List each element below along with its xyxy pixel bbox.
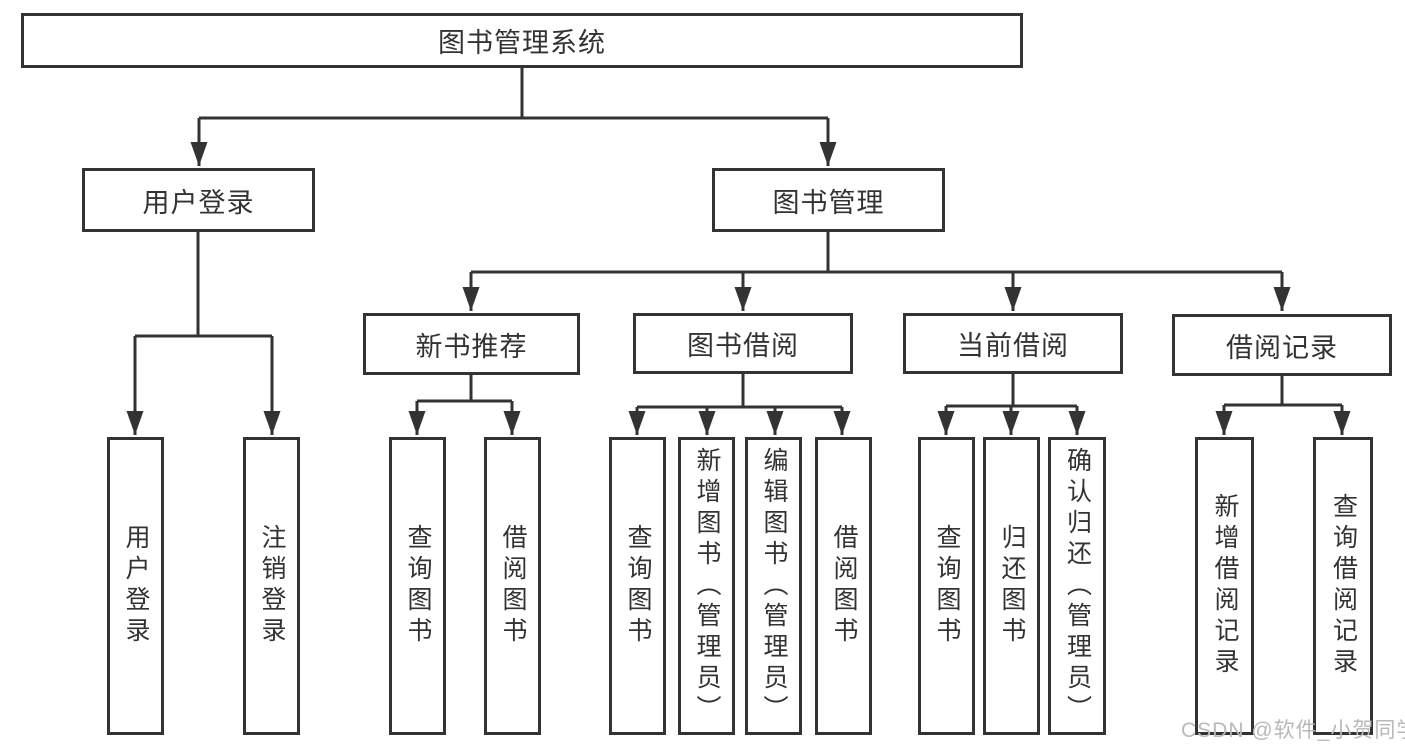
node-current-borrowing: 当前借阅 (903, 313, 1123, 374)
node-book-borrowing: 图书借阅 (633, 313, 853, 374)
leaf-query-books-borrow: 查询图书 (609, 437, 666, 735)
leaf-return-book-label: 归还图书 (998, 524, 1026, 648)
leaf-query-borrow-record: 查询借阅记录 (1313, 437, 1373, 735)
node-book-management-label: 图书管理 (772, 187, 885, 218)
leaf-add-borrow-record-label: 新增借阅记录 (1211, 493, 1239, 679)
leaf-add-book-admin: 新增图书（管理员） (678, 437, 735, 735)
leaf-add-borrow-record: 新增借阅记录 (1195, 437, 1254, 735)
node-user-login: 用户登录 (82, 168, 315, 232)
node-new-book-recommend-label: 新书推荐 (415, 331, 528, 362)
leaf-user-login-label: 用户登录 (122, 524, 150, 648)
leaf-edit-book-admin: 编辑图书（管理员） (745, 437, 802, 735)
csdn-watermark: CSDN @软件_小贺同学 (1181, 719, 1405, 742)
leaf-query-books-new-label: 查询图书 (404, 524, 432, 648)
leaf-user-login: 用户登录 (107, 437, 164, 735)
leaf-borrow-books-label: 借阅图书 (830, 524, 858, 648)
node-new-book-recommend: 新书推荐 (363, 313, 580, 375)
leaf-confirm-return-admin: 确认归还（管理员） (1048, 437, 1106, 735)
leaf-logout-label: 注销登录 (258, 524, 286, 648)
leaf-query-borrow-record-label: 查询借阅记录 (1329, 493, 1358, 679)
leaf-borrow-books-new-label: 借阅图书 (499, 524, 527, 648)
leaf-edit-book-admin-label: 编辑图书（管理员） (760, 446, 788, 726)
node-book-management: 图书管理 (712, 168, 945, 232)
leaf-query-books-borrow-label: 查询图书 (624, 524, 652, 648)
leaf-query-books-current: 查询图书 (918, 437, 975, 735)
leaf-query-books-new: 查询图书 (389, 437, 446, 735)
node-borrow-records: 借阅记录 (1172, 314, 1392, 376)
leaf-query-books-current-label: 查询图书 (933, 524, 961, 648)
leaf-borrow-books: 借阅图书 (815, 437, 872, 735)
node-root-label: 图书管理系统 (438, 28, 606, 58)
node-current-borrowing-label: 当前借阅 (957, 331, 1069, 361)
node-book-borrowing-label: 图书借阅 (687, 331, 799, 361)
node-user-login-label: 用户登录 (142, 187, 255, 218)
leaf-return-book: 归还图书 (983, 437, 1040, 735)
leaf-confirm-return-admin-label: 确认归还（管理员） (1063, 446, 1092, 726)
leaf-add-book-admin-label: 新增图书（管理员） (693, 446, 721, 726)
leaf-borrow-books-new: 借阅图书 (484, 437, 541, 735)
node-borrow-records-label: 借阅记录 (1226, 332, 1338, 363)
node-root: 图书管理系统 (21, 13, 1023, 68)
leaf-logout: 注销登录 (243, 437, 300, 735)
